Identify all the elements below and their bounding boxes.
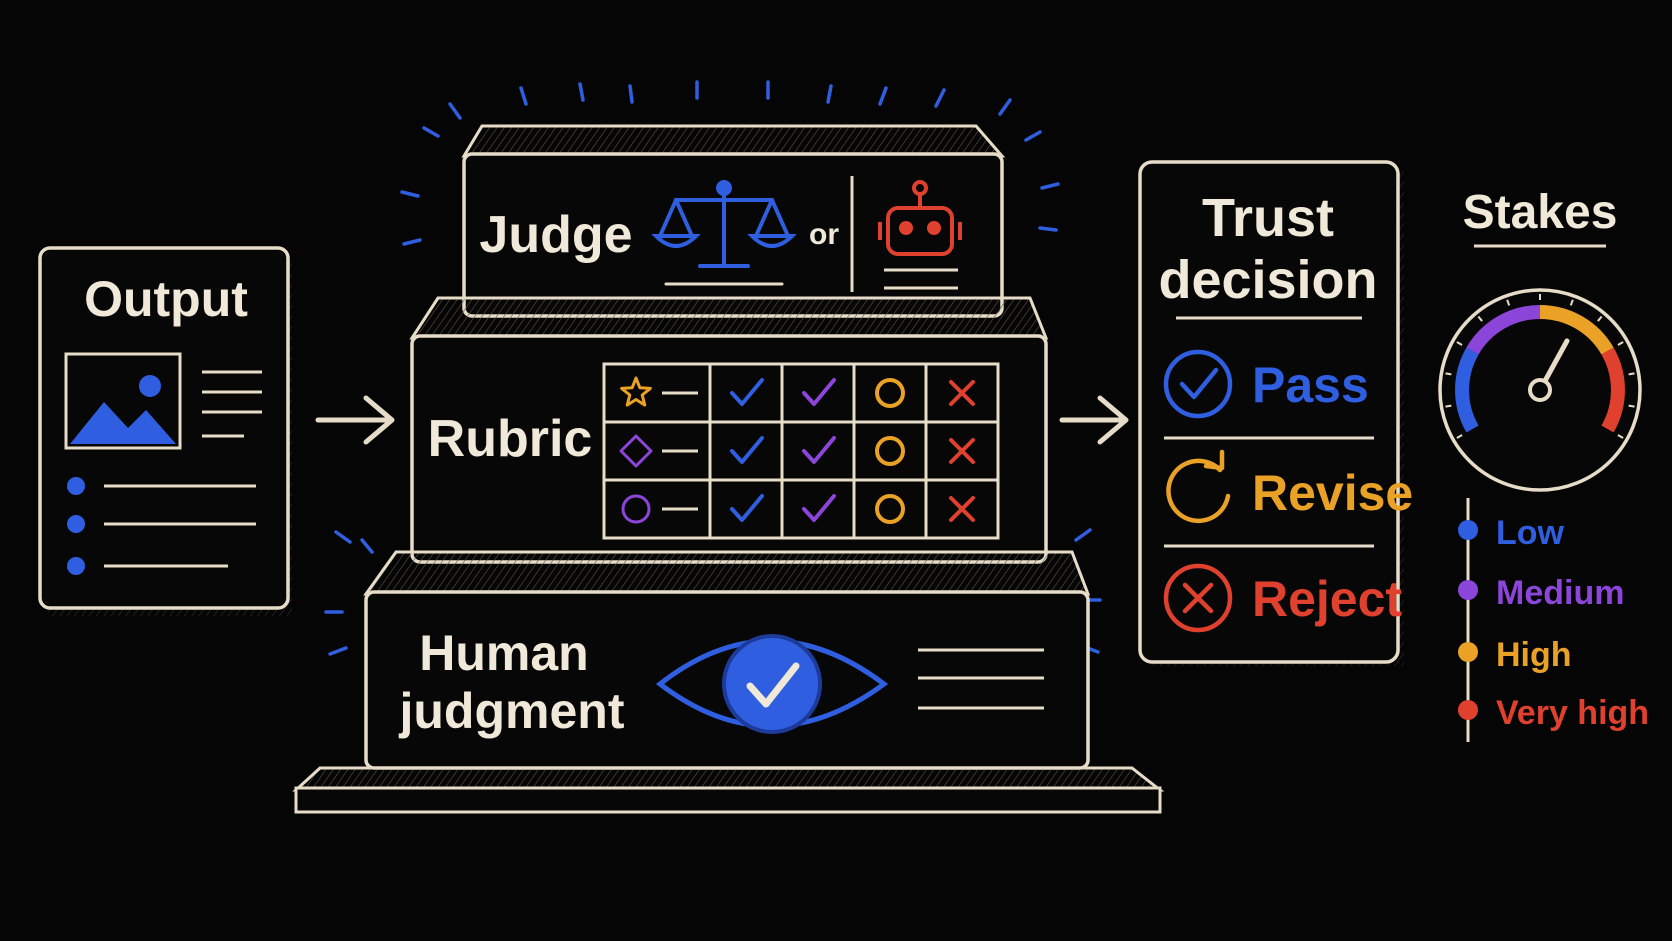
- scales-of-justice-icon: [651, 180, 797, 286]
- circle-icon: [875, 378, 905, 408]
- star-icon: [620, 376, 652, 407]
- circle-icon: [875, 436, 905, 466]
- stakes-level-label: Medium: [1496, 574, 1624, 612]
- human-title-line1: Human: [419, 625, 588, 681]
- circle-icon: [621, 494, 651, 524]
- text-lines-icon: [918, 648, 1044, 710]
- check-icon: [730, 436, 764, 464]
- level-dot: [1458, 580, 1478, 600]
- human-title-line2: judgment: [399, 683, 625, 739]
- diamond-icon: [619, 434, 653, 468]
- judge-title: Judge: [479, 206, 632, 264]
- check-icon: [730, 378, 764, 406]
- stakes-title: Stakes: [1463, 186, 1618, 239]
- human-judgment-block: Human judgment: [292, 528, 1165, 814]
- output-title: Output: [84, 271, 248, 327]
- cross-icon: [949, 496, 975, 522]
- level-dot: [1458, 700, 1478, 720]
- bullet-list-icon: [67, 477, 256, 575]
- cross-icon: [949, 380, 975, 406]
- rubric-title: Rubric: [428, 410, 593, 468]
- trust-option-label: Revise: [1252, 465, 1413, 521]
- gauge-icon: [1438, 288, 1642, 492]
- rubric-grid: [602, 362, 1000, 540]
- trust-title-line1: Trust: [1202, 188, 1334, 248]
- level-dot: [1458, 642, 1478, 662]
- cross-icon: [949, 438, 975, 464]
- trust-option-label: Pass: [1252, 357, 1369, 413]
- or-label: or: [809, 218, 839, 251]
- robot-icon: [878, 180, 962, 290]
- stakes-level-label: High: [1496, 636, 1572, 674]
- rubric-grid-frame: [602, 362, 1000, 540]
- eye-check-icon: [655, 634, 889, 734]
- rubric-block: Rubric: [409, 296, 1049, 564]
- trust-option-label: Reject: [1252, 571, 1402, 627]
- glow-rays: [400, 80, 1060, 246]
- arrow-right-icon: [315, 395, 395, 445]
- check-icon: [802, 494, 836, 522]
- level-dot: [1458, 520, 1478, 540]
- judge-block: Judge or: [400, 80, 1060, 318]
- check-circle-icon: [1163, 349, 1233, 419]
- check-icon: [802, 378, 836, 406]
- x-circle-icon: [1163, 563, 1233, 633]
- refresh-icon: [1166, 449, 1231, 524]
- text-lines-icon: [202, 370, 262, 438]
- trust-title-line2: decision: [1158, 250, 1377, 310]
- circle-icon: [875, 494, 905, 524]
- arrow-right-icon: [1059, 395, 1129, 445]
- stakes-level-label: Very high: [1496, 694, 1649, 732]
- stakes-level-label: Low: [1496, 514, 1565, 552]
- image-icon: [64, 352, 182, 450]
- output-card: Output: [38, 246, 292, 616]
- check-icon: [730, 494, 764, 522]
- check-icon: [802, 436, 836, 464]
